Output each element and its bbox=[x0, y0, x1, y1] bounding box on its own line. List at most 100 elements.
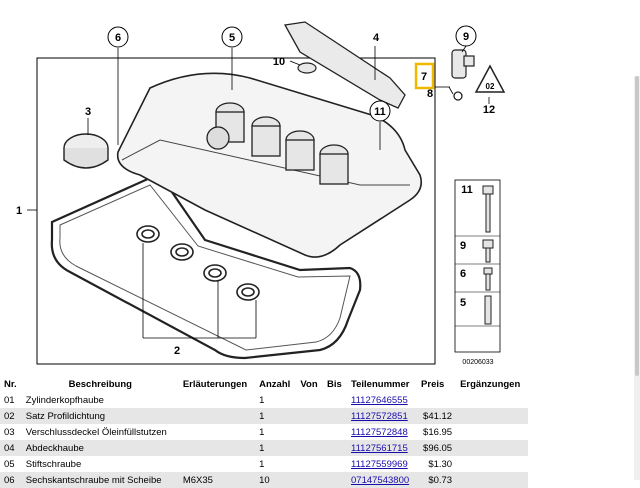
cell-to bbox=[323, 392, 347, 408]
cell-quantity: 1 bbox=[259, 442, 265, 454]
part-number-link[interactable]: 11127572851 bbox=[351, 410, 408, 422]
part-number-link[interactable]: 07147543800 bbox=[351, 474, 410, 486]
warning-triangle-icon: 02 bbox=[474, 64, 506, 93]
cell-description: Verschlussdeckel Öleinfüllstutzen bbox=[25, 426, 167, 438]
cell-nr: 03 bbox=[4, 426, 15, 438]
cell-quantity: 1 bbox=[259, 458, 265, 470]
vertical-scrollbar[interactable] bbox=[634, 76, 640, 480]
cell-description: Sechskantschraube mit Scheibe bbox=[25, 474, 162, 486]
cell-explanation bbox=[179, 408, 255, 424]
oil-cap-shape bbox=[63, 133, 109, 169]
cell-supplements bbox=[456, 456, 528, 472]
callout-7: 7 bbox=[414, 62, 435, 90]
callout-3: 3 bbox=[85, 106, 91, 118]
svg-text:11: 11 bbox=[374, 106, 386, 118]
svg-text:9: 9 bbox=[463, 31, 469, 43]
cell-from bbox=[296, 456, 323, 472]
cell-nr: 04 bbox=[4, 442, 15, 454]
coil-wells bbox=[215, 102, 349, 185]
svg-text:4: 4 bbox=[373, 32, 380, 44]
cell-quantity: 1 bbox=[259, 394, 265, 406]
cell-to bbox=[323, 456, 347, 472]
cell-price: $41.12 bbox=[423, 410, 453, 422]
svg-text:3: 3 bbox=[85, 106, 91, 118]
o-ring-shape bbox=[453, 91, 463, 101]
svg-text:7: 7 bbox=[421, 71, 427, 83]
legend-num-6: 6 bbox=[460, 268, 466, 280]
cell-price: $96.05 bbox=[423, 442, 453, 454]
table-header-row: Nr. Beschreibung Erläuterungen Anzahl Vo… bbox=[0, 376, 528, 392]
svg-text:5: 5 bbox=[229, 32, 235, 44]
cell-to bbox=[323, 440, 347, 456]
callout-2: 2 bbox=[174, 345, 180, 357]
cell-explanation bbox=[179, 440, 255, 456]
table-row: 06 Sechskantschraube mit Scheibe M6X35 1… bbox=[0, 472, 528, 488]
cell-quantity: 1 bbox=[259, 426, 265, 438]
svg-text:1: 1 bbox=[16, 205, 22, 217]
svg-text:10: 10 bbox=[273, 56, 285, 68]
cell-supplements bbox=[456, 440, 528, 456]
callout-12: 12 bbox=[483, 104, 495, 116]
svg-text:02: 02 bbox=[486, 82, 495, 91]
callout-4: 4 bbox=[373, 32, 380, 44]
callout-5: 5 bbox=[221, 26, 243, 48]
callout-10: 10 bbox=[273, 56, 285, 68]
header-explanations: Erläuterungen bbox=[182, 378, 248, 390]
cell-description: Satz Profildichtung bbox=[25, 410, 106, 422]
header-nr: Nr. bbox=[4, 378, 17, 390]
header-price: Preis bbox=[421, 378, 445, 390]
legend-num-5: 5 bbox=[460, 297, 466, 309]
table-row: 05 Stiftschraube 1 11127559969 $1.30 bbox=[0, 456, 528, 472]
cell-nr: 05 bbox=[4, 458, 15, 470]
header-part-number: Teilenummer bbox=[351, 378, 410, 390]
cell-description: Zylinderkopfhaube bbox=[25, 394, 104, 406]
cell-from bbox=[296, 424, 323, 440]
scrollbar-thumb[interactable] bbox=[635, 76, 639, 376]
cell-to bbox=[323, 408, 347, 424]
cell-quantity: 1 bbox=[259, 410, 265, 422]
cell-to bbox=[323, 424, 347, 440]
cell-part-number: 11127561715 bbox=[347, 440, 417, 456]
cell-description: Abdeckhaube bbox=[25, 442, 84, 454]
cell-from bbox=[296, 440, 323, 456]
svg-text:8: 8 bbox=[427, 88, 433, 100]
cell-description: Stiftschraube bbox=[25, 458, 82, 470]
cell-price bbox=[417, 392, 456, 408]
part-number-link[interactable]: 11127561715 bbox=[351, 442, 408, 454]
cell-nr: 02 bbox=[4, 410, 15, 422]
cell-from bbox=[296, 392, 323, 408]
parts-diagram: 02 00206033 1 2 3 4 bbox=[16, 21, 506, 366]
oil-filler-neck bbox=[206, 126, 230, 150]
header-to: Bis bbox=[327, 378, 342, 390]
callout-6: 6 bbox=[107, 26, 129, 48]
part-number-link[interactable]: 11127646555 bbox=[351, 394, 408, 406]
cell-part-number: 11127559969 bbox=[347, 456, 417, 472]
svg-text:2: 2 bbox=[174, 345, 180, 357]
callout-11: 11 bbox=[369, 100, 391, 122]
cell-part-number: 11127646555 bbox=[347, 392, 417, 408]
cell-part-number: 11127572851 bbox=[347, 408, 417, 424]
gasket-inner bbox=[59, 184, 351, 351]
callout-8: 8 bbox=[427, 88, 433, 100]
legend-num-11: 11 bbox=[461, 184, 473, 196]
cell-price: $0.73 bbox=[428, 474, 453, 486]
seal-rings bbox=[136, 225, 260, 301]
cell-explanation bbox=[179, 424, 255, 440]
cell-from bbox=[296, 408, 323, 424]
part-number-link[interactable]: 11127559969 bbox=[351, 458, 408, 470]
legend-num-9: 9 bbox=[460, 240, 466, 252]
cell-part-number: 07147543800 bbox=[347, 472, 417, 488]
part-number-link[interactable]: 11127572848 bbox=[351, 426, 408, 438]
svg-text:6: 6 bbox=[115, 32, 121, 44]
cover-strip-shape bbox=[283, 21, 406, 109]
cell-supplements bbox=[456, 408, 528, 424]
svg-text:12: 12 bbox=[483, 104, 495, 116]
parts-table: Nr. Beschreibung Erläuterungen Anzahl Vo… bbox=[0, 376, 528, 488]
cell-nr: 06 bbox=[4, 474, 15, 486]
diagram-frame bbox=[36, 57, 436, 365]
bolt-shapes bbox=[482, 185, 494, 325]
cell-price: $16.95 bbox=[423, 426, 453, 438]
cell-explanation bbox=[179, 456, 255, 472]
fastener-legend-box bbox=[454, 179, 501, 353]
table-row: 03 Verschlussdeckel Öleinfüllstutzen 1 1… bbox=[0, 424, 528, 440]
